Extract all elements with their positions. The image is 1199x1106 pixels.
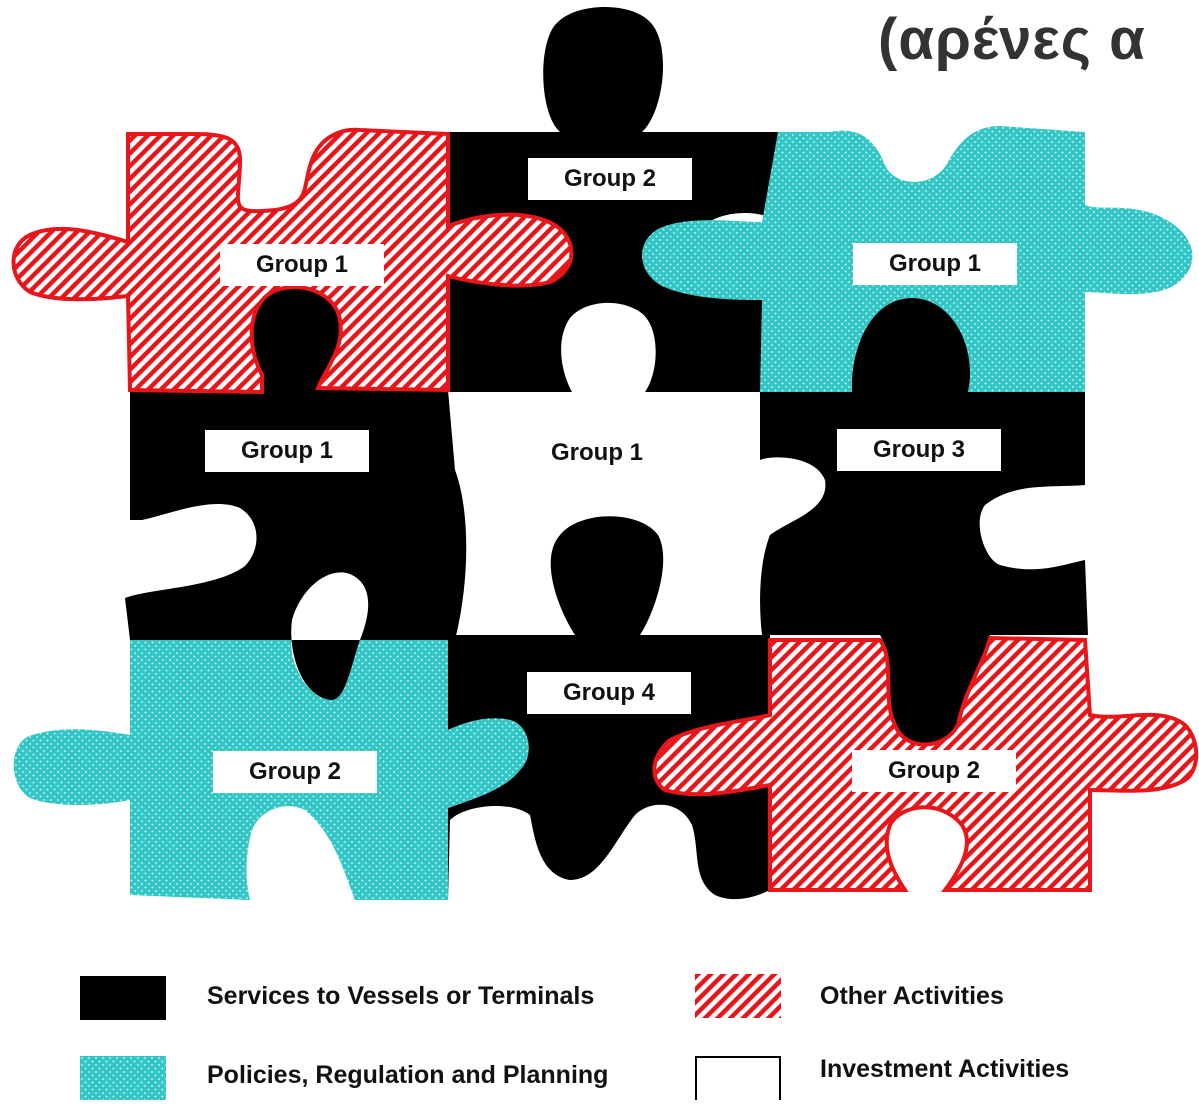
legend-label-other: Other Activities	[820, 982, 1004, 1010]
label-middle-right: Group 3	[837, 429, 1001, 471]
label-middle-center: Group 1	[550, 439, 643, 466]
label-bottom-right: Group 2	[852, 750, 1016, 792]
piece-middle-right	[760, 298, 1088, 745]
legend-swatch-investment	[695, 1056, 781, 1100]
legend-swatch-other	[695, 974, 781, 1018]
label-top-right: Group 1	[853, 243, 1017, 285]
label-middle-left: Group 1	[205, 430, 369, 472]
label-bottom-left: Group 2	[213, 751, 377, 793]
legend-swatch-policies	[80, 1056, 166, 1100]
legend-swatch-services	[80, 976, 166, 1020]
legend-label-investment: Investment Activities	[820, 1055, 1070, 1083]
legend-label-policies: Policies, Regulation and Planning	[207, 1061, 609, 1089]
legend-label-services: Services to Vessels or Terminals	[207, 982, 595, 1010]
label-bottom-center: Group 4	[527, 672, 691, 714]
label-top-center: Group 2	[528, 158, 692, 200]
label-top-left: Group 1	[220, 244, 384, 286]
page-title: (αρένες α	[878, 7, 1146, 72]
